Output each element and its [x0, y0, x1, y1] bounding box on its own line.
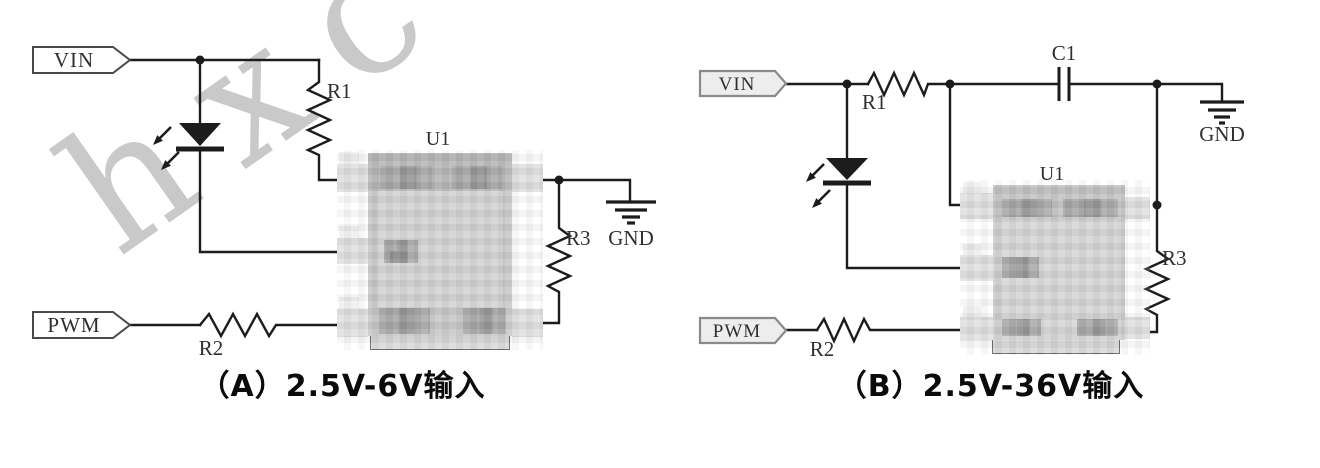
chip-a-blurred-text: [379, 308, 430, 334]
chip-u1-b: [960, 180, 1150, 355]
gnd-b-label: GND: [1199, 122, 1245, 146]
gnd-a-label: GND: [608, 226, 654, 250]
chip-a-blurred-text: [390, 251, 408, 263]
chip-a-pixel: [339, 226, 359, 238]
resistor-r3-a-label: R3: [566, 226, 591, 250]
resistor-r1-a-label: R1: [327, 79, 352, 103]
resistor-r3-b-label: R3: [1162, 246, 1187, 270]
chip-a-pin: [337, 309, 368, 337]
wire-c1-to-gnd-b: [1069, 82, 1224, 104]
chip-a-pin: [512, 309, 543, 337]
vin-port-a-label: VIN: [54, 48, 94, 72]
led-b-cathode-wire: [845, 184, 972, 270]
chip-b-blurred-text: [1077, 319, 1118, 336]
led-a-arrowhead: [153, 135, 163, 145]
wire-gnd-a: [533, 178, 632, 204]
chip-b-pixel: [963, 182, 981, 193]
junction-dot: [945, 79, 955, 89]
resistor-r2-a-icon: [198, 311, 348, 339]
chip-b-pixel: [963, 244, 981, 255]
chip-a-pin: [337, 164, 368, 192]
resistor-r3-a-icon: [525, 178, 573, 325]
chip-a-pin: [512, 164, 543, 192]
chip-u1-a: [337, 150, 543, 350]
chip-b-foot: [992, 340, 1120, 354]
chip-a-pixel: [339, 152, 359, 164]
vin-port-a: [32, 46, 132, 74]
chip-b-pin: [960, 317, 993, 341]
capacitor-c1-label: C1: [1052, 41, 1077, 65]
chip-b-blurred-text: [1002, 199, 1052, 217]
chip-b-pin: [960, 193, 993, 219]
resistor-r3-b-icon: [1138, 82, 1171, 334]
junction-dot: [195, 55, 205, 65]
resistor-r2-b-label: R2: [810, 337, 835, 361]
pwm-port-a-label: PWM: [47, 313, 100, 337]
chip-a-pin: [337, 238, 368, 264]
resistor-r1-a-icon: [305, 58, 348, 182]
pwm-port-a: [32, 311, 132, 339]
chip-u1-b-label: U1: [1039, 163, 1065, 185]
pwm-port-b-label: PWM: [713, 321, 761, 342]
caption-circuit-a: （A）2.5V-6V输入: [199, 369, 486, 404]
chip-b-pin: [1125, 317, 1150, 339]
junction-dot: [842, 79, 852, 89]
caption-circuit-b: （B）2.5V-36V输入: [836, 369, 1145, 404]
vin-port-b: [698, 69, 788, 98]
chip-b-blurred-text: [1002, 257, 1039, 278]
chip-a-pixel: [339, 297, 359, 309]
junction-dot: [1152, 200, 1162, 210]
led-a-triangle: [179, 123, 221, 146]
resistor-r1-b-label: R1: [862, 90, 887, 114]
vin-port-b-label: VIN: [719, 74, 756, 95]
chip-b-pin: [960, 255, 993, 281]
pwm-port-b: [698, 316, 788, 345]
chip-b-pixel: [963, 306, 981, 317]
junction-dot: [554, 175, 564, 185]
resistor-r2-a-label: R2: [199, 336, 224, 360]
labels-group: VIN PWM R1 R2 R3 GND VIN PWM R1 R2 R3 C1…: [47, 41, 1244, 361]
chip-b-blurred-text: [1002, 319, 1041, 336]
wires-group: [128, 58, 1244, 344]
chip-a-blurred-text: [463, 308, 506, 334]
chip-a-blurred-text: [380, 166, 432, 189]
chip-a-blurred-text: [452, 166, 502, 189]
led-b-arrowhead: [806, 172, 816, 182]
led-a-cathode-wire: [198, 149, 348, 254]
resistor-r2-b-icon: [815, 316, 972, 344]
led-b-triangle: [826, 158, 868, 180]
chip-b-blurred-text: [1063, 199, 1118, 217]
chip-u1-a-label: U1: [425, 128, 451, 150]
chip-a-foot: [370, 336, 510, 350]
fills-group: [153, 55, 1162, 210]
junction-dot: [1152, 79, 1162, 89]
led-a-arrowhead: [161, 160, 171, 170]
resistor-r1-b-icon: [866, 70, 1059, 99]
chip-b-pin: [1125, 197, 1150, 219]
led-b-arrowhead: [812, 198, 822, 208]
